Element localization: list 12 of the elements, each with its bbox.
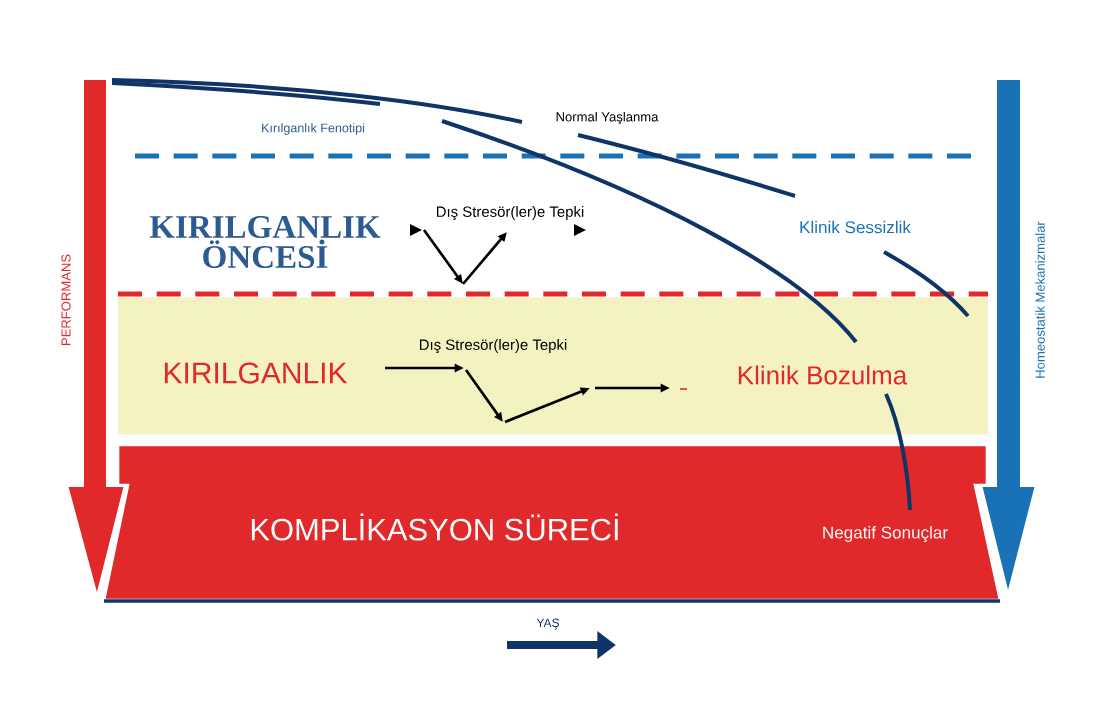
arrow-label: Dış Stresör(ler)e Tepki bbox=[436, 206, 584, 220]
curve-label: Normal Yaşlanma bbox=[556, 111, 659, 125]
axis-label: YAŞ bbox=[536, 618, 560, 630]
outcome-label: Negatif Sonuçlar bbox=[823, 526, 948, 542]
band-label: KIRILGANLIK bbox=[164, 362, 348, 384]
arrow-label: Dış Stresör(ler)e Tepki bbox=[419, 339, 567, 353]
band-label: KOMPLİKASYON SÜRECİ bbox=[251, 513, 618, 541]
axis-label: Homeostatik Mekanizmalar bbox=[1035, 221, 1045, 378]
axis-label: PERFORMANS bbox=[61, 254, 71, 346]
stage-label: Klinik Sessizlik bbox=[800, 220, 911, 234]
curve-label: Kırılganlık Fenotipi bbox=[262, 123, 365, 135]
outcome-label: Klinik Bozulma bbox=[738, 365, 908, 385]
